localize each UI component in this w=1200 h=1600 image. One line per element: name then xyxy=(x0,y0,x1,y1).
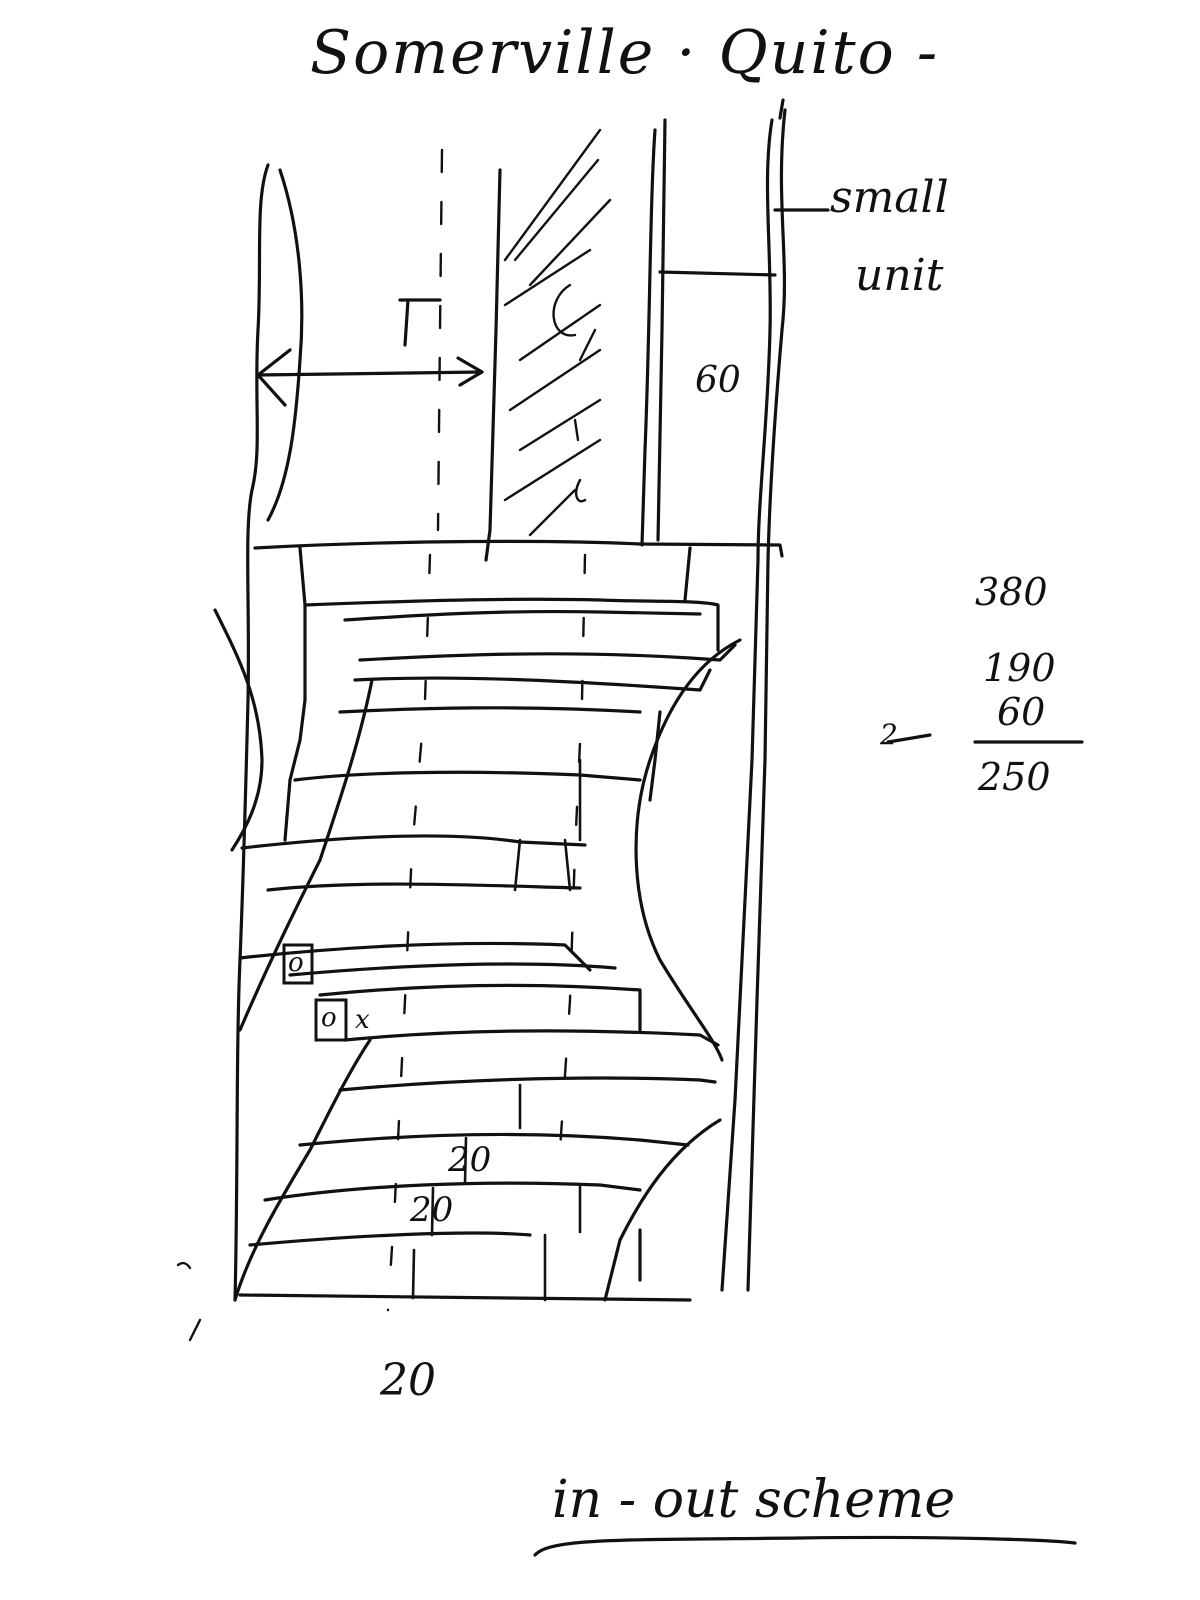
label-unit: unit xyxy=(855,250,944,301)
left-curve-outer xyxy=(266,168,304,522)
main-slab-line xyxy=(253,539,784,558)
dimension-arrow xyxy=(256,370,484,377)
tread-divider-8 xyxy=(563,838,572,892)
tread-14 xyxy=(298,1132,690,1147)
calc-value-60: 60 xyxy=(997,690,1046,734)
tread-12 xyxy=(343,1029,720,1047)
riser-right-2 xyxy=(648,710,662,802)
diag-bottom-left xyxy=(233,1038,372,1302)
tread-divider-7 xyxy=(513,838,522,892)
hatch-scribbles xyxy=(552,283,597,503)
dimension-20-bottom: 20 xyxy=(380,1355,436,1406)
caption-underline xyxy=(533,1535,1077,1557)
stringer-diag-left xyxy=(238,678,374,1032)
column-line-1 xyxy=(484,168,502,562)
calc-result-250: 250 xyxy=(978,755,1051,799)
arrow-head-right xyxy=(456,356,484,387)
tread-3 xyxy=(358,643,737,662)
column-line-2 xyxy=(640,128,657,547)
tread-divider-2 xyxy=(430,1186,435,1237)
stray-mark-left xyxy=(176,1261,192,1270)
marker-x: x xyxy=(355,1005,370,1035)
right-wall-a xyxy=(720,118,774,1292)
right-flowing-curve xyxy=(634,638,742,1062)
marker-o-2: o xyxy=(321,1003,337,1033)
landing-square-1 xyxy=(282,943,314,985)
tread-10 xyxy=(288,962,617,977)
column-line-3 xyxy=(656,118,667,542)
tread-6 xyxy=(293,770,642,782)
tread-9 xyxy=(238,941,592,972)
calc-arrow-label: 2 xyxy=(880,718,898,751)
tread-8 xyxy=(266,882,582,892)
tread-divider-1 xyxy=(463,1136,468,1185)
dashed-axis-1 xyxy=(436,148,444,532)
landing-square-2 xyxy=(314,998,348,1042)
calc-value-190: 190 xyxy=(983,646,1056,690)
tread-5 xyxy=(338,706,642,714)
tread-15 xyxy=(263,1181,642,1202)
bottom-right-curve xyxy=(603,1118,722,1302)
arrow-head-left xyxy=(256,348,292,407)
tread-17 xyxy=(238,1293,692,1302)
stray-mark-bottom-left xyxy=(188,1318,202,1342)
label-small: small xyxy=(830,172,949,223)
dimension-60: 60 xyxy=(695,360,741,401)
tread-1 xyxy=(303,597,720,652)
tread-7 xyxy=(240,834,587,850)
calc-value-380: 380 xyxy=(975,570,1048,614)
dimension-20-lower: 20 xyxy=(410,1190,454,1230)
right-wall-b xyxy=(746,108,787,1292)
tread-13 xyxy=(338,1076,717,1092)
small-unit-band xyxy=(658,270,777,277)
dashed-axis-stairs-2 xyxy=(558,553,587,1152)
right-wall-tick xyxy=(778,98,785,120)
caption-in-out-scheme: in - out scheme xyxy=(552,1470,956,1530)
tread-4 xyxy=(353,668,712,692)
tread-divider-3 xyxy=(411,1248,416,1300)
tread-16 xyxy=(248,1231,532,1247)
left-curved-wall xyxy=(233,163,270,1302)
calc-arrow xyxy=(886,733,932,744)
marker-o-1: o xyxy=(288,948,304,978)
tread-2 xyxy=(343,609,702,622)
dimension-tick-2 xyxy=(403,298,410,347)
tread-11 xyxy=(318,983,642,1032)
riser-left xyxy=(283,546,307,842)
sketch-title: Somerville · Quito - xyxy=(310,18,940,88)
dimension-20-upper: 20 xyxy=(448,1140,492,1180)
left-outer-curve xyxy=(213,608,264,852)
riser-right-1 xyxy=(683,546,692,602)
